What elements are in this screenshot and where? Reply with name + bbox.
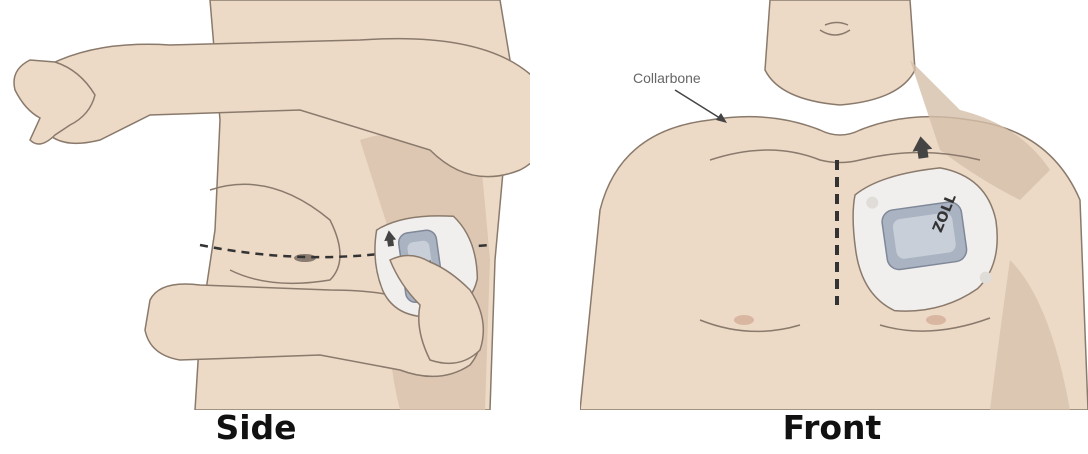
front-caption: Front: [732, 408, 932, 447]
front-view-illustration: ZOLL: [580, 0, 1088, 410]
left-nipple: [734, 315, 754, 325]
collarbone-label: Collarbone: [633, 70, 701, 86]
collarbone-arrow: [675, 90, 723, 120]
right-nipple: [926, 315, 946, 325]
neck: [765, 0, 915, 105]
side-view-illustration: ZOLL: [0, 0, 530, 410]
side-caption: Side: [156, 408, 356, 447]
